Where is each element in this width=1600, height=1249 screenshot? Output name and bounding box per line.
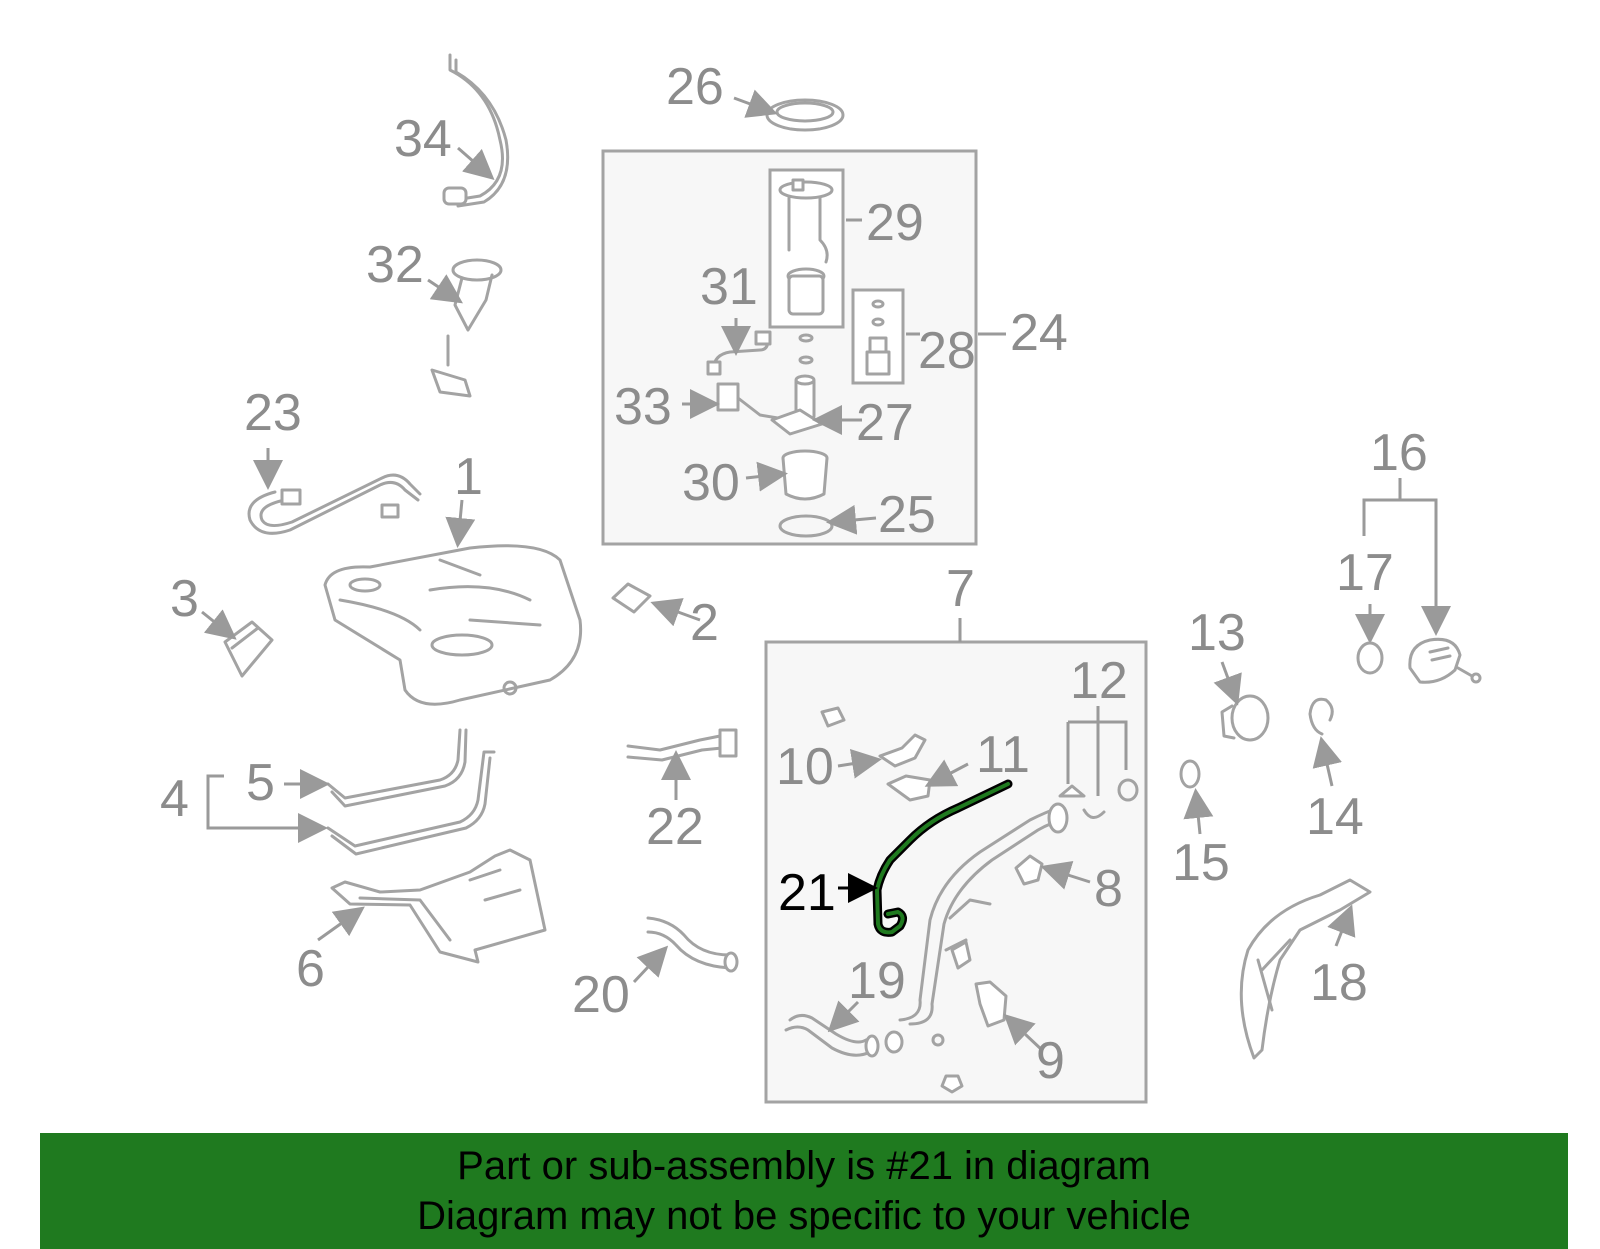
callout-26: 26 bbox=[666, 58, 724, 116]
part-19-hose bbox=[784, 1013, 904, 1058]
washer bbox=[798, 333, 814, 343]
callout-10: 10 bbox=[776, 738, 834, 796]
part-7-filler-neck bbox=[898, 802, 1069, 1026]
callout-28: 28 bbox=[918, 322, 976, 380]
callout-6: 6 bbox=[296, 940, 325, 998]
callout-3: 3 bbox=[170, 570, 199, 628]
part-34-harness bbox=[442, 53, 510, 208]
callout-13: 13 bbox=[1188, 604, 1246, 662]
part-21-breather-tube bbox=[872, 779, 1013, 937]
callout-11: 11 bbox=[976, 726, 1030, 784]
part-22-bracket-tube bbox=[626, 728, 738, 762]
callout-17: 17 bbox=[1336, 544, 1394, 602]
banner-line-1: Part or sub-assembly is #21 in diagram bbox=[457, 1144, 1151, 1188]
callout-21: 21 bbox=[778, 864, 836, 922]
callout-27: 27 bbox=[856, 394, 914, 452]
callout-33: 33 bbox=[614, 378, 672, 436]
part-3-protector bbox=[223, 620, 274, 678]
callout-25: 25 bbox=[878, 486, 936, 544]
part-6-heat-shield bbox=[330, 848, 547, 964]
callout-34: 34 bbox=[394, 110, 452, 168]
callout-5: 5 bbox=[246, 754, 275, 812]
callout-29: 29 bbox=[866, 194, 924, 252]
part-12-clip-a bbox=[1058, 784, 1086, 798]
callout-2: 2 bbox=[690, 594, 719, 652]
callout-24: 24 bbox=[1010, 304, 1068, 362]
part-11-bracket bbox=[886, 774, 932, 802]
part-1-fuel-tank bbox=[323, 544, 583, 706]
callout-4: 4 bbox=[160, 770, 189, 828]
callout-19: 19 bbox=[848, 952, 906, 1010]
part-15-oring bbox=[1179, 759, 1201, 789]
banner-line-2: Diagram may not be specific to your vehi… bbox=[417, 1194, 1191, 1238]
callout-31: 31 bbox=[700, 258, 758, 316]
callout-8: 8 bbox=[1094, 860, 1123, 918]
callout-20: 20 bbox=[572, 966, 630, 1024]
part-30-strainer bbox=[781, 449, 829, 501]
washer bbox=[798, 355, 814, 365]
callout-18: 18 bbox=[1310, 954, 1368, 1012]
callout-7: 7 bbox=[946, 560, 975, 618]
callout-15: 15 bbox=[1172, 834, 1230, 892]
callout-14: 14 bbox=[1306, 788, 1364, 846]
part-10-bracket bbox=[878, 733, 927, 768]
part-2-pad bbox=[611, 582, 652, 614]
callout-9: 9 bbox=[1036, 1032, 1065, 1090]
callout-23: 23 bbox=[244, 384, 302, 442]
callout-32: 32 bbox=[366, 236, 424, 294]
part-5-strap-upper bbox=[326, 728, 468, 808]
part-4-strap-lower bbox=[326, 750, 496, 856]
part-28-filter bbox=[865, 299, 891, 376]
part-12-clip-c bbox=[1117, 778, 1139, 802]
part-26-gasket bbox=[765, 98, 845, 132]
callout-16: 16 bbox=[1370, 424, 1428, 482]
part-small-cap bbox=[820, 706, 846, 728]
bolt bbox=[931, 1033, 945, 1047]
callout-22: 22 bbox=[646, 798, 704, 856]
part-16-fuel-cap bbox=[1408, 637, 1482, 684]
clamp bbox=[950, 940, 972, 970]
part-32-sender bbox=[430, 258, 503, 398]
grommet bbox=[940, 1074, 964, 1094]
callout-12: 12 bbox=[1070, 652, 1128, 710]
part-13-collar bbox=[1220, 694, 1270, 742]
part-29-pump-bracket bbox=[778, 178, 834, 316]
callout-30: 30 bbox=[682, 454, 740, 512]
info-banner: Part or sub-assembly is #21 in diagram D… bbox=[40, 1133, 1568, 1249]
part-27-pump bbox=[770, 374, 824, 436]
part-12-clip-b bbox=[1082, 808, 1106, 819]
part-14-clip bbox=[1308, 697, 1334, 736]
part-23-vent-tube bbox=[247, 473, 422, 535]
part-20-hose bbox=[646, 916, 739, 973]
part-17-oring bbox=[1356, 641, 1384, 675]
part-18-splash-shield bbox=[1239, 878, 1372, 1060]
callout-1: 1 bbox=[454, 448, 483, 506]
part-8-bracket bbox=[1014, 854, 1044, 886]
